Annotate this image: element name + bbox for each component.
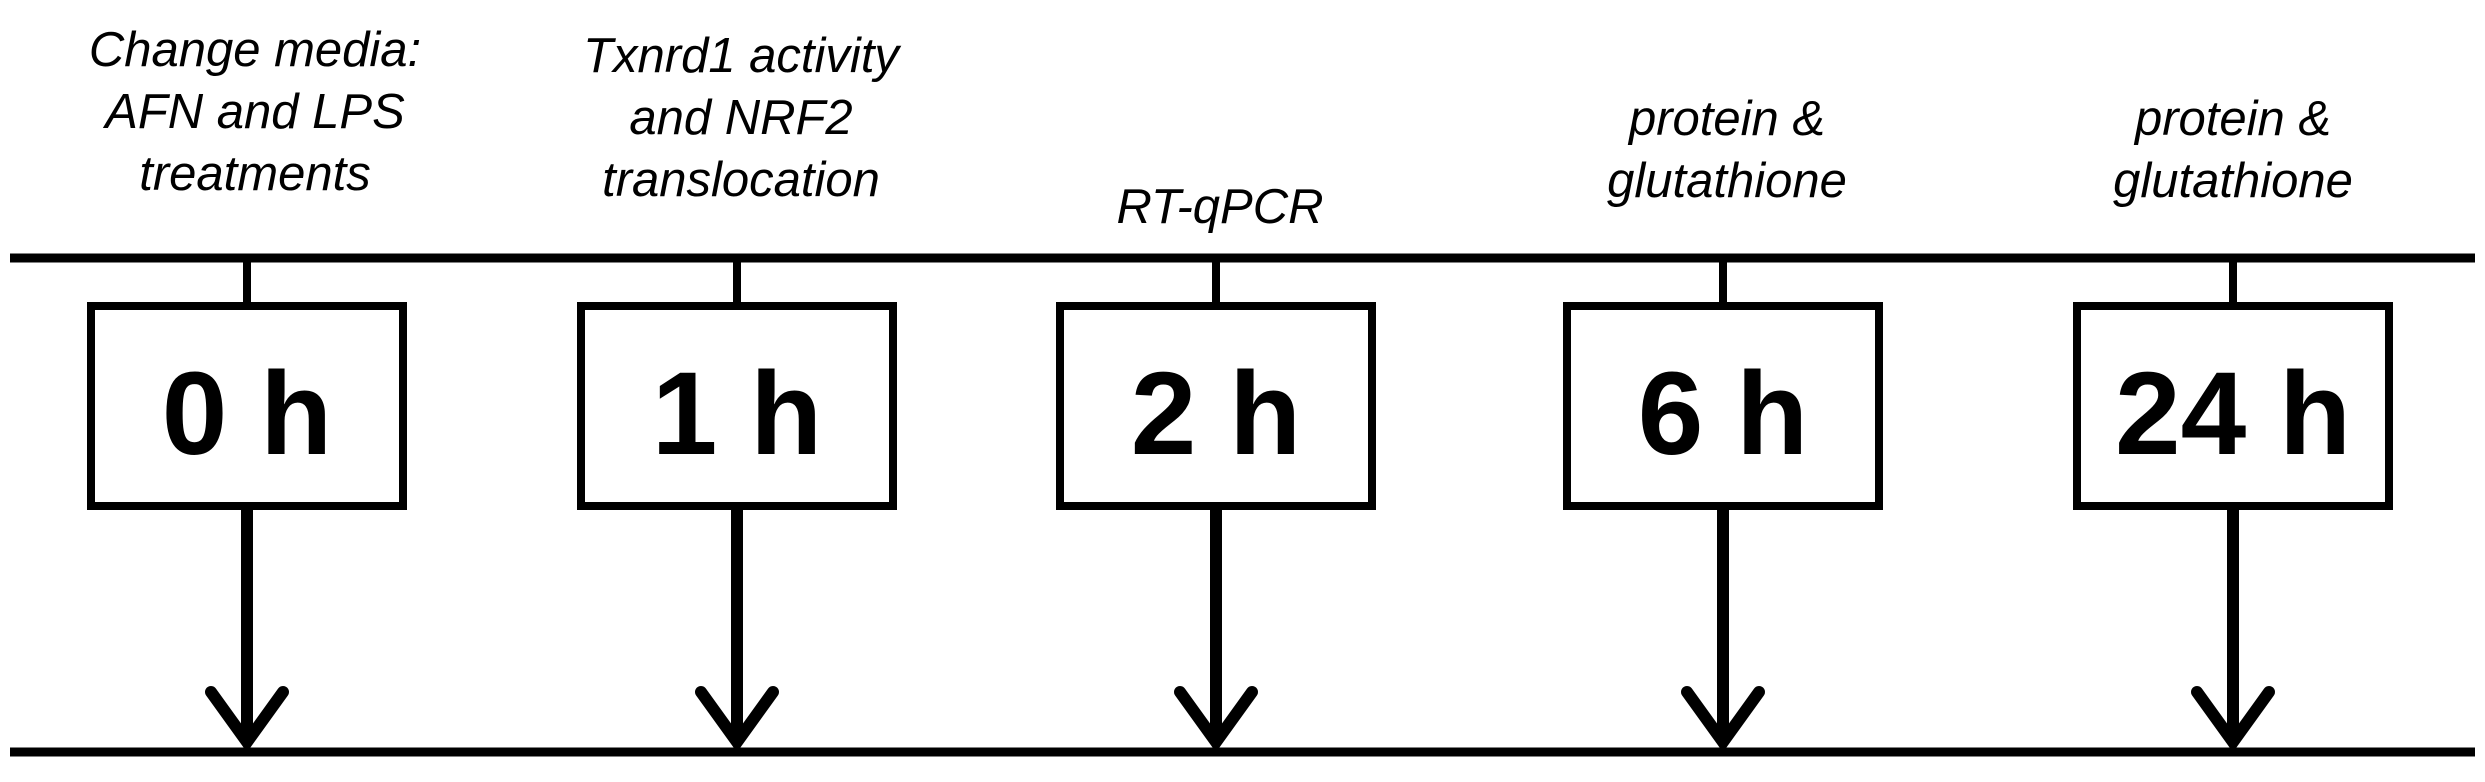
timepoint-label-0h: 0 h [162, 348, 333, 480]
caption-6h: protein & glutathione [1507, 88, 1947, 212]
caption-0h-line-3: treatments [139, 147, 371, 201]
timepoint-box-2h [1056, 302, 1376, 510]
timepoint-box-6h [1563, 302, 1883, 510]
timepoint-label-6h: 6 h [1638, 348, 1809, 480]
caption-2h-line-1: RT-qPCR [1116, 180, 1324, 234]
caption-1h-line-2: and NRF2 [629, 91, 853, 145]
timepoint-label-1h: 1 h [652, 348, 823, 480]
arrow-head-0h [205, 686, 289, 753]
caption-24h-line-1: protein & [2134, 92, 2332, 146]
timepoint-label-24h: 24 h [2115, 348, 2351, 480]
timepoint-label-2h: 2 h [1131, 348, 1302, 480]
timepoint-2h: 2 h [1056, 258, 1376, 753]
caption-0h-line-2: AFN and LPS [105, 85, 405, 139]
caption-1h-line-3: translocation [602, 153, 880, 207]
arrow-head-2h [1174, 686, 1258, 753]
timepoint-0h: 0 h [87, 258, 407, 753]
caption-24h-line-2: glutathione [2113, 154, 2353, 208]
caption-24h: protein & glutathione [2013, 88, 2453, 212]
caption-6h-line-2: glutathione [1607, 154, 1847, 208]
caption-0h: Change media: AFN and LPS treatments [35, 19, 475, 205]
caption-2h: RT-qPCR [1000, 176, 1440, 238]
timepoint-box-24h [2073, 302, 2393, 510]
arrow-head-24h [2191, 686, 2275, 753]
timepoint-box-0h [87, 302, 407, 510]
caption-6h-line-1: protein & [1628, 92, 1826, 146]
timepoint-24h: 24 h [2073, 258, 2393, 753]
caption-1h: Txnrd1 activity and NRF2 translocation [521, 25, 961, 211]
arrow-head-6h [1681, 686, 1765, 753]
timepoint-1h: 1 h [577, 258, 897, 753]
caption-0h-line-1: Change media: [88, 23, 422, 77]
caption-1h-line-1: Txnrd1 activity [583, 29, 899, 83]
arrow-head-1h [695, 686, 779, 753]
timepoint-6h: 6 h [1563, 258, 1883, 753]
